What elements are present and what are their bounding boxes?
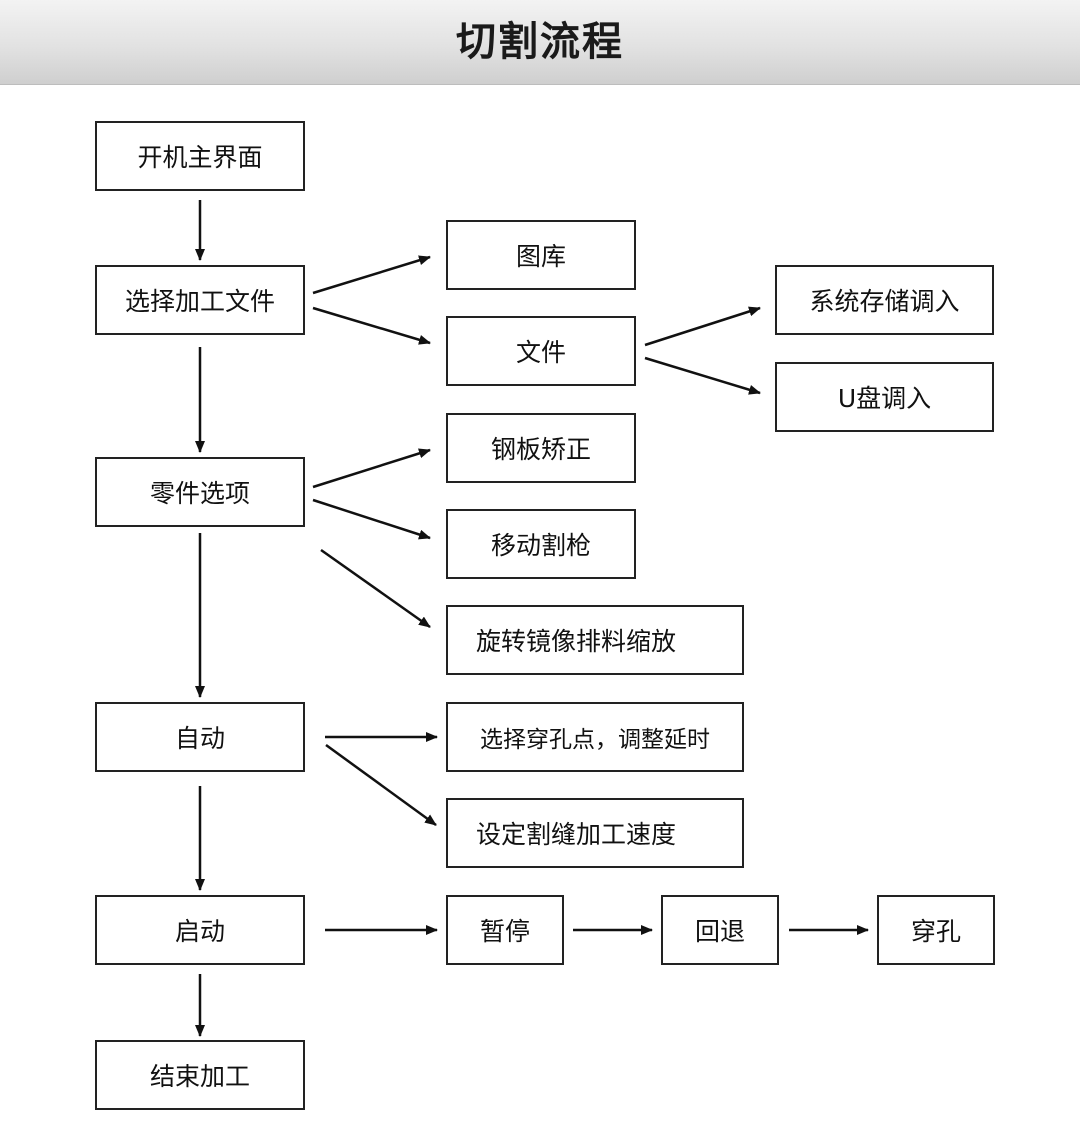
page-title: 切割流程 [456, 19, 624, 65]
node-kerf-speed: 设定割缝加工速度 [446, 798, 744, 868]
arrow-part-options-to-plate-correction [312, 448, 431, 489]
node-plate-correction: 钢板矫正 [446, 413, 636, 483]
node-pause: 暂停 [446, 895, 564, 965]
node-system-storage: 系统存储调入 [775, 265, 994, 335]
node-pierce: 穿孔 [877, 895, 995, 965]
node-retreat: 回退 [661, 895, 779, 965]
node-library: 图库 [446, 220, 636, 290]
arrow-auto-to-kerf-speed [325, 743, 437, 827]
arrow-part-options-to-move-torch [312, 498, 431, 540]
node-move-torch: 移动割枪 [446, 509, 636, 579]
arrow-select-file-to-file [312, 306, 431, 345]
arrow-file-to-usb [644, 356, 761, 395]
node-start: 启动 [95, 895, 305, 965]
node-part-options: 零件选项 [95, 457, 305, 527]
arrow-file-to-system-storage [644, 306, 761, 347]
node-rotate-mirror: 旋转镜像排料缩放 [446, 605, 744, 675]
node-pierce-point: 选择穿孔点，调整延时 [446, 702, 744, 772]
node-file: 文件 [446, 316, 636, 386]
node-select-file: 选择加工文件 [95, 265, 305, 335]
header-bar: 切割流程 [0, 0, 1080, 85]
node-startup: 开机主界面 [95, 121, 305, 191]
node-usb: U盘调入 [775, 362, 994, 432]
node-finish: 结束加工 [95, 1040, 305, 1110]
node-auto: 自动 [95, 702, 305, 772]
arrow-select-file-to-library [312, 255, 431, 295]
arrow-part-options-to-rotate-mirror [320, 548, 431, 629]
